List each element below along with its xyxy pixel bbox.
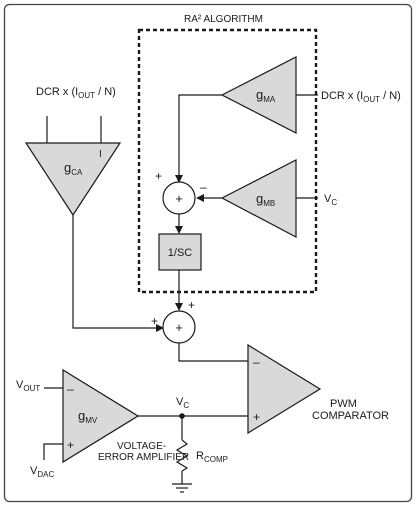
pwm-comparator [247, 343, 322, 435]
pwm-plus-sign: + [253, 410, 260, 424]
top-summer-symbol: + [175, 191, 183, 206]
vdac-label: VDAC [30, 465, 54, 479]
arrow-into-integrator [175, 226, 183, 234]
integrator-block [158, 233, 202, 271]
gmb-label: gMB [256, 191, 275, 208]
algorithm-box [137, 28, 318, 294]
pwm-label-line2: COMPARATOR [312, 410, 389, 422]
integrator-label: 1/SC [168, 247, 193, 259]
vc-node-label: VC [176, 396, 189, 410]
voltage-error-amplifier [62, 368, 140, 464]
gca-label: gCA [64, 160, 83, 177]
rcomp-label: RCOMP [196, 450, 228, 464]
vdac-input-wire [43, 443, 63, 460]
top-summer-plus: + [155, 169, 162, 183]
outer-frame [3, 3, 413, 503]
bottom-summer-plus-left: + [151, 314, 158, 328]
algorithm-box-label: RA² ALGORITHM [184, 14, 263, 25]
pwm-minus-sign: – [253, 355, 260, 369]
summer-to-pwm-wire [178, 343, 248, 362]
arrow-into-top-summer [175, 175, 183, 183]
dcr-right-label: DCR x (IOUT / N) [321, 90, 401, 104]
vout-label: VOUT [16, 379, 40, 393]
dcr-left-label: DCR x (IOUT / N) [36, 86, 116, 100]
arrow-into-bottom-summer-top [175, 303, 183, 311]
top-summer-minus: – [200, 180, 207, 194]
bottom-summer-symbol: + [175, 320, 183, 335]
gmv-label: gMV [78, 408, 98, 425]
arrow-gmb-into-summer [196, 194, 204, 202]
pwm-label-line1: PWM [330, 398, 357, 410]
gca-minus-sign: I [99, 149, 102, 160]
vea-label-line1: VOLTAGE- [117, 441, 166, 452]
arrow-into-bottom-summer-left [156, 324, 164, 332]
vea-label-line2: ERROR AMPLIFIER [98, 452, 189, 463]
gmv-minus-sign: – [67, 382, 74, 396]
gma-output-wire [178, 94, 222, 175]
gca-output-wire [72, 215, 157, 329]
vc-right-label: VC [324, 193, 337, 207]
gmv-plus-sign: + [67, 438, 74, 452]
bottom-summer-plus-top: + [188, 298, 195, 312]
gma-label: gMA [256, 87, 276, 104]
gca-amplifier [24, 142, 122, 217]
rcomp-resistor [175, 439, 189, 472]
